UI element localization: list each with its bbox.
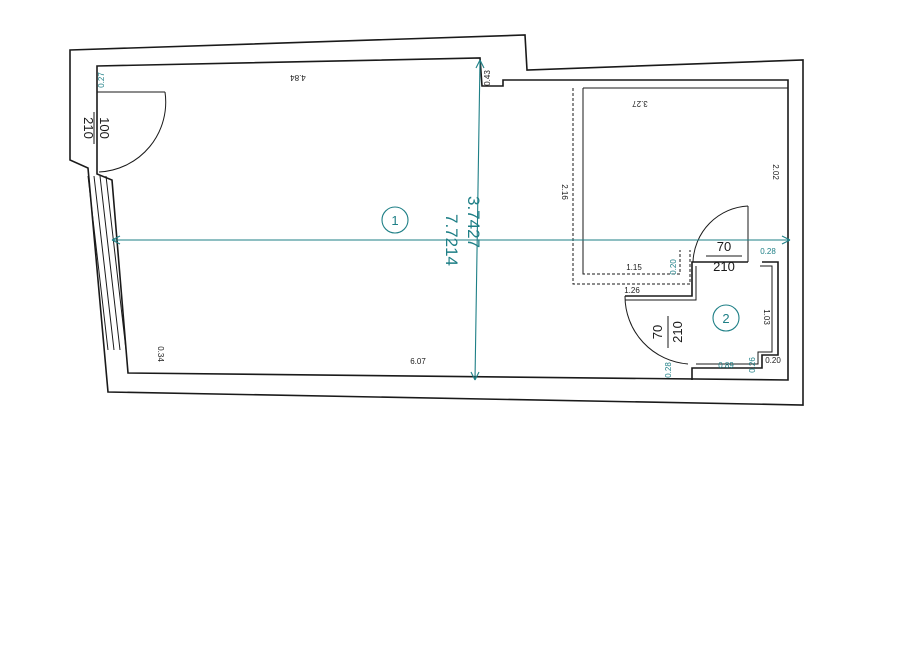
width-dim-line: [474, 59, 481, 381]
dim-alcove-small: 0.20: [669, 259, 678, 275]
entrance-door-height: 210: [81, 117, 96, 139]
room2-door-width: 70: [650, 325, 665, 339]
dim-alcove-right: 2.02: [771, 164, 780, 180]
room2-number: 2: [722, 311, 729, 326]
room2-marker: [712, 304, 740, 332]
dim-room2-bottom-left: 0.28: [664, 362, 673, 378]
dim-room2-top: 1.26: [624, 286, 640, 295]
dim-room2-bottom: 0.89: [718, 361, 734, 370]
room1-length: 7.7214: [442, 214, 461, 266]
dim-room2-bottom-small: 0.26: [748, 357, 757, 373]
room2-door-height: 210: [670, 321, 685, 343]
right-door-width: 70: [717, 239, 731, 254]
inner-wall: [96, 57, 789, 381]
width-dim-arrow-top: [475, 59, 485, 69]
dim-bottom-wall: 6.07: [410, 357, 426, 366]
dim-alcove-left: 2.16: [560, 184, 569, 200]
length-dim-arrow-right: [781, 235, 791, 245]
dim-alcove-top: 3.27: [632, 99, 648, 108]
outer-wall: [69, 34, 804, 406]
dim-top-wall: 4.84: [290, 73, 306, 82]
room2-wall-inner: [625, 265, 773, 365]
dim-left-top: 0.27: [97, 72, 106, 88]
dim-right-small: 0.28: [760, 247, 776, 256]
alcove-inner: [582, 88, 681, 275]
alcove-outline: [572, 88, 691, 285]
room1-marker: [381, 206, 409, 234]
right-door-height: 210: [713, 259, 735, 274]
dim-room2-corner: 0.20: [765, 356, 781, 365]
alcove-wall: [582, 87, 788, 274]
room1-width: 3.7427: [464, 196, 483, 248]
dim-step-top: 0.43: [483, 70, 492, 86]
room1-number: 1: [391, 213, 398, 228]
room2-door-swing: [624, 295, 689, 365]
dim-left-bottom: 0.34: [156, 346, 165, 362]
dim-room2-right: 1.03: [762, 309, 771, 325]
width-dim-arrow-bottom: [470, 371, 480, 381]
dim-alcove-bottom: 1.15: [626, 263, 642, 272]
length-dim-arrow-left: [111, 235, 121, 245]
entrance-door-swing: [98, 91, 167, 173]
left-window: [87, 175, 127, 351]
entrance-door-width: 100: [97, 117, 112, 139]
right-door-swing: [692, 205, 749, 263]
